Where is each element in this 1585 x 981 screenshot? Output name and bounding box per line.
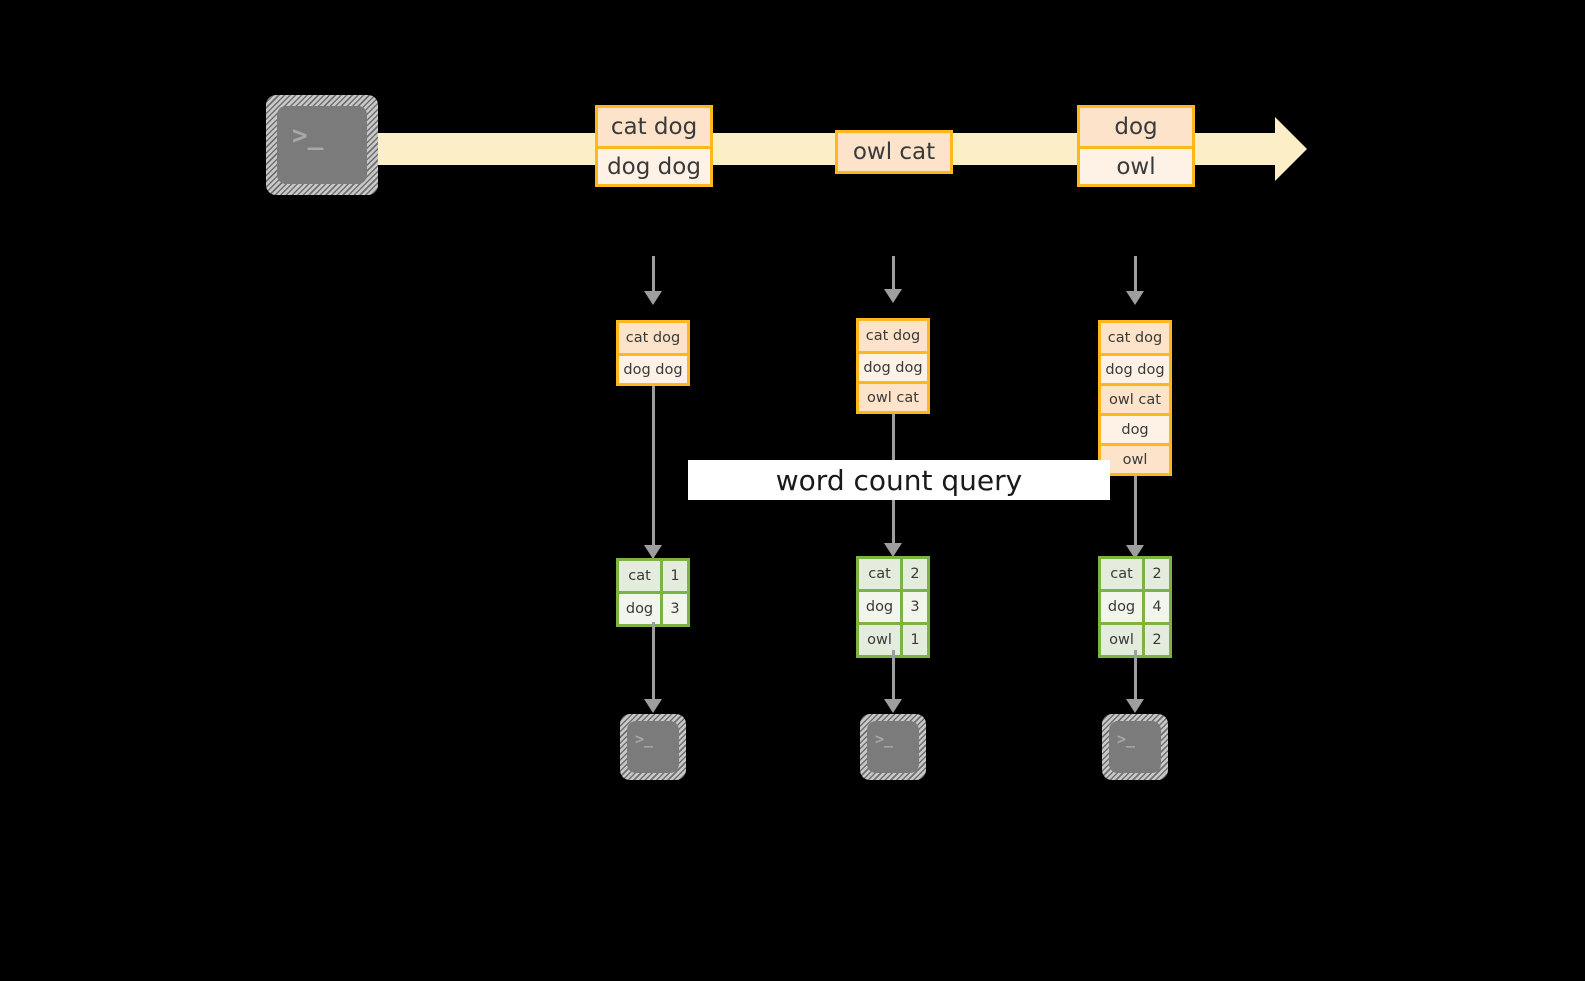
stream-to-accum-arrowhead-3	[1126, 291, 1144, 305]
result-count: 1	[903, 625, 927, 655]
result-word: dog	[859, 592, 903, 622]
table-row: owl 2	[1101, 622, 1169, 655]
terminal-body	[277, 106, 367, 184]
stream-event-line: dog	[1080, 108, 1192, 146]
result-count: 3	[903, 592, 927, 622]
result-to-sink-arrowhead-3	[1126, 699, 1144, 713]
result-to-sink-arrowhead-2	[884, 699, 902, 713]
stream-to-accum-arrowhead-2	[884, 289, 902, 303]
terminal-prompt-glyph: >_	[292, 121, 324, 151]
accum-to-result-line-1	[652, 386, 655, 546]
result-table-1[interactable]: cat 1 dog 3	[616, 558, 690, 627]
stream-arrowhead	[1275, 117, 1307, 181]
stream-to-accum-arrowhead-1	[644, 291, 662, 305]
accum-to-result-arrowhead-1	[644, 545, 662, 559]
result-word: cat	[859, 559, 903, 589]
source-terminal-icon[interactable]: >_	[266, 95, 378, 195]
accumulated-line: owl	[1101, 443, 1169, 473]
accumulated-line: owl cat	[859, 381, 927, 411]
accumulated-box-1[interactable]: cat dog dog dog	[616, 320, 690, 386]
result-count: 4	[1145, 592, 1169, 622]
accumulated-line: cat dog	[619, 323, 687, 353]
table-row: dog 4	[1101, 589, 1169, 622]
terminal-body	[867, 721, 919, 773]
terminal-body	[627, 721, 679, 773]
stream-event-box-3[interactable]: dog owl	[1077, 105, 1195, 187]
accumulated-line: dog dog	[859, 351, 927, 381]
stream-to-accum-dashed-line-2	[892, 256, 895, 290]
sink-terminal-icon-2[interactable]: >_	[860, 714, 926, 780]
accum-to-result-arrowhead-3	[1126, 545, 1144, 559]
result-count: 2	[903, 559, 927, 589]
result-table-2[interactable]: cat 2 dog 3 owl 1	[856, 556, 930, 658]
sink-terminal-icon-1[interactable]: >_	[620, 714, 686, 780]
accumulated-line: cat dog	[859, 321, 927, 351]
accumulated-line: owl cat	[1101, 383, 1169, 413]
result-word: cat	[1101, 559, 1145, 589]
terminal-prompt-glyph: >_	[875, 730, 894, 748]
table-row: dog 3	[619, 591, 687, 624]
accumulated-box-2[interactable]: cat dog dog dog owl cat	[856, 318, 930, 414]
result-count: 2	[1145, 625, 1169, 655]
stream-to-accum-dashed-line-3	[1134, 256, 1137, 292]
result-word: dog	[619, 594, 663, 624]
result-count: 2	[1145, 559, 1169, 589]
result-table-3[interactable]: cat 2 dog 4 owl 2	[1098, 556, 1172, 658]
accumulated-line: dog dog	[619, 353, 687, 383]
result-to-sink-line-2	[892, 650, 895, 700]
result-count: 3	[663, 594, 687, 624]
result-word: owl	[1101, 625, 1145, 655]
result-to-sink-line-1	[652, 622, 655, 700]
result-to-sink-line-3	[1134, 650, 1137, 700]
query-label-band: word count query	[688, 460, 1110, 500]
stream-event-line: owl cat	[838, 133, 950, 171]
stream-event-line: owl	[1080, 146, 1192, 184]
accumulated-line: dog	[1101, 413, 1169, 443]
stream-event-box-2[interactable]: owl cat	[835, 130, 953, 174]
stream-event-box-1[interactable]: cat dog dog dog	[595, 105, 713, 187]
table-row: cat 2	[859, 559, 927, 589]
stream-to-accum-dashed-line-1	[652, 256, 655, 292]
accumulated-box-3[interactable]: cat dog dog dog owl cat dog owl	[1098, 320, 1172, 476]
query-label: word count query	[775, 463, 1023, 497]
accumulated-line: dog dog	[1101, 353, 1169, 383]
table-row: dog 3	[859, 589, 927, 622]
table-row: owl 1	[859, 622, 927, 655]
result-word: cat	[619, 561, 663, 591]
stream-event-line: dog dog	[598, 146, 710, 184]
table-row: cat 2	[1101, 559, 1169, 589]
result-count: 1	[663, 561, 687, 591]
accum-to-result-arrowhead-2	[884, 543, 902, 557]
accumulated-line: cat dog	[1101, 323, 1169, 353]
accum-to-result-line-3	[1134, 476, 1137, 546]
result-word: owl	[859, 625, 903, 655]
terminal-body	[1109, 721, 1161, 773]
terminal-prompt-glyph: >_	[635, 730, 654, 748]
stream-event-line: cat dog	[598, 108, 710, 146]
sink-terminal-icon-3[interactable]: >_	[1102, 714, 1168, 780]
result-to-sink-arrowhead-1	[644, 699, 662, 713]
result-word: dog	[1101, 592, 1145, 622]
terminal-prompt-glyph: >_	[1117, 730, 1136, 748]
table-row: cat 1	[619, 561, 687, 591]
